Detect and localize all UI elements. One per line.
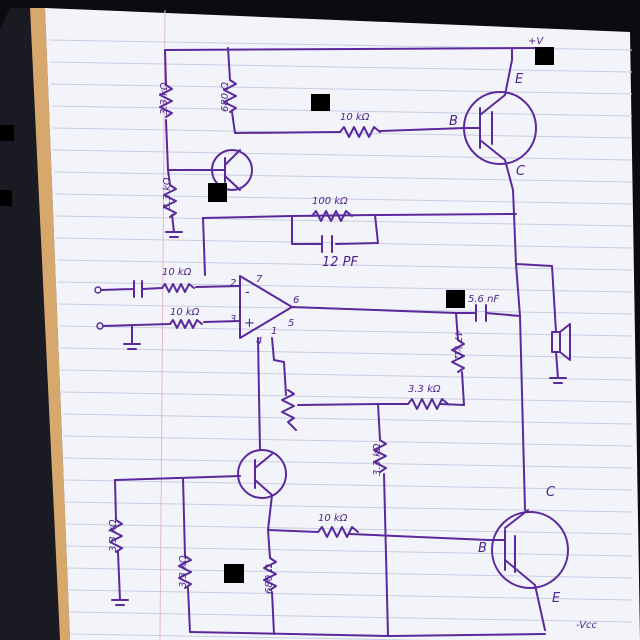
resistor-bottom-collector-label: 680 Ω [264,564,275,594]
bottom-rail-wire [189,631,546,637]
resistor-bottom-left-a [109,519,123,553]
ruled-line [64,479,633,491]
ruled-line [60,347,633,359]
ruled-line [60,369,633,381]
resistor-input-plus-label: 10 kΩ [170,307,200,318]
op-amp-pin-3: 3 [230,314,236,325]
resistor-top-collector-label: 680 Ω [220,82,231,112]
ruled-line [54,193,633,205]
resistor-top-collector [223,79,237,113]
resistor-bottom-left-b [178,555,192,589]
resistor-output-shunt [451,339,465,373]
op-amp-plus-sign: + [244,316,255,331]
resistor-top-left [159,84,173,118]
ruled-line [50,61,633,73]
ruled-line [61,391,633,403]
resistor-bottom-left-b-label: 3.3 kΩ [178,555,189,588]
output-transistor-bottom [491,511,569,589]
top-transistor-collector-label: C [516,164,526,179]
ruled-line [50,83,633,95]
output-capacitor [475,304,487,322]
resistor-mid-vertical-label: 3.3 kΩ [372,443,383,476]
resistor-feedback-label: 100 kΩ [312,196,348,207]
resistor-mid-vertical [373,439,387,473]
redaction-box [224,564,244,583]
output-capacitor-label: 5.6 nF [468,294,499,305]
ruled-line [65,501,633,513]
capacitor-feedback-label: 12 PF [322,255,359,270]
output-bus [511,47,526,511]
resistor-feedback [311,210,353,222]
resistor-top-left-low [163,184,177,218]
resistor-bottom-collector [263,557,277,591]
ruled-line [54,171,633,183]
page-edge [30,8,70,640]
resistor-input-minus [161,283,195,293]
potentiometer [281,389,297,431]
top-transistor-emitter-label: E [515,72,524,87]
redaction-box [208,183,227,202]
op-amp-pin-5: 5 [288,318,294,329]
ruled-line [57,259,633,271]
resistor-output-shunt-label: 47 kΩ [452,330,463,360]
ruled-line [59,325,633,337]
op-amp-minus-sign: - [245,285,250,300]
redaction-box [311,94,330,111]
redaction-box [0,125,14,141]
bottom-transistor-base-label: B [478,541,487,556]
op-amp [239,275,293,339]
ground-symbol-bottom-left [111,599,129,606]
ruled-line [57,281,633,293]
capacitor-feedback [321,235,333,253]
op-amp-pin-7: 7 [256,274,263,285]
resistor-base-bottom [317,526,359,538]
ruled-line [69,611,633,623]
redaction-box [535,47,554,65]
positive-rail-label: +V [528,36,544,47]
ruled-line [64,457,633,469]
driver-transistor-bottom [237,449,287,499]
op-amp-pin-6: 6 [293,295,299,306]
resistor-base-top [339,126,381,138]
op-amp-pin-2: 2 [230,278,236,289]
bottom-transistor-emitter-label: E [552,591,561,606]
ruled-line [62,413,633,425]
resistor-bias-mid-label: 3.3 kΩ [408,384,441,395]
resistor-input-minus-label: 10 kΩ [162,267,192,278]
ruled-line [67,567,633,579]
resistor-top-left-label: 3.3 kΩ [159,82,170,115]
ruled-line [63,435,633,447]
redaction-box [446,290,465,308]
resistor-input-plus [169,319,203,329]
ruled-line [70,633,436,640]
input-capacitor [133,280,143,298]
bottom-transistor-collector-label: C [546,485,556,500]
speaker-cone [559,323,571,361]
ground-symbol-speaker [549,377,567,384]
ruled-line [53,149,633,161]
speaker [551,331,561,353]
ruled-line [55,215,633,227]
resistor-bottom-left-a-label: 3.3 kΩ [108,519,119,552]
top-rail-wire [164,47,541,51]
ruled-line [67,545,633,557]
redaction-box [0,190,12,206]
ground-symbol-input [123,325,141,350]
resistor-bias-mid [407,398,449,410]
resistor-base-bottom-label: 10 kΩ [318,513,348,524]
op-amp-pin-1: 1 [271,326,277,337]
top-transistor-base-label: B [449,114,458,129]
ruled-line [51,105,633,117]
op-amp-pin-4: 4 [256,336,262,347]
ground-symbol-top [165,231,183,238]
negative-rail-label: -Vcc [576,620,598,631]
resistor-base-top-label: 10 kΩ [340,112,370,123]
resistor-top-left-low-label: 3.3 kΩ [162,177,173,210]
